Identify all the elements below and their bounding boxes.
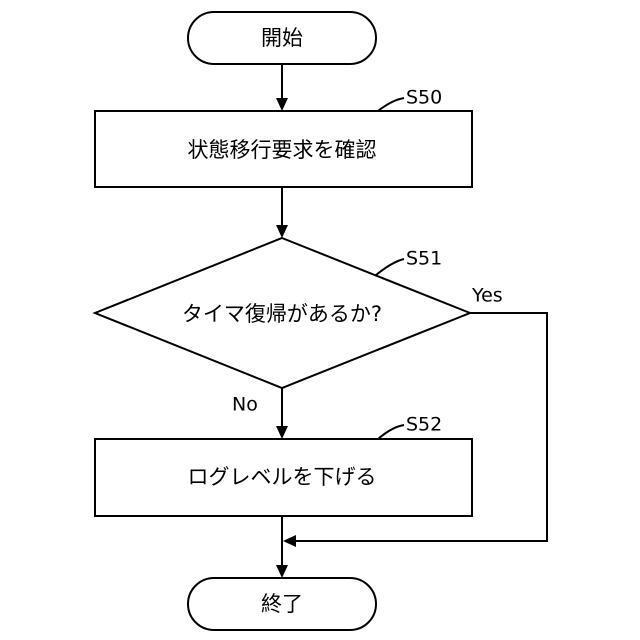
- start-label: 開始: [261, 26, 303, 50]
- yes-label: Yes: [471, 285, 503, 307]
- end-terminal: 終了: [188, 578, 376, 630]
- step-label-s50: S50: [406, 87, 442, 109]
- arrow-s52-to-end: [276, 516, 288, 578]
- step-label-s52: S52: [406, 414, 442, 436]
- decision-s51: タイマ復帰があるか? S51 Yes No: [95, 238, 503, 416]
- decision-s51-text: タイマ復帰があるか?: [182, 302, 382, 326]
- arrow-start-to-s50: [276, 64, 288, 111]
- step-label-s51: S51: [406, 248, 442, 270]
- step-s50-leader: [378, 98, 404, 111]
- process-s52-text: ログレベルを下げる: [188, 465, 377, 489]
- arrow-s50-to-s51: [276, 187, 288, 238]
- arrow-s51-no-to-s52: [276, 388, 288, 439]
- step-s51-leader: [376, 259, 404, 275]
- start-terminal: 開始: [188, 12, 376, 64]
- no-label: No: [232, 394, 258, 416]
- step-s52-leader: [378, 425, 404, 439]
- process-s50-text: 状態移行要求を確認: [188, 138, 377, 162]
- end-label: 終了: [261, 592, 303, 616]
